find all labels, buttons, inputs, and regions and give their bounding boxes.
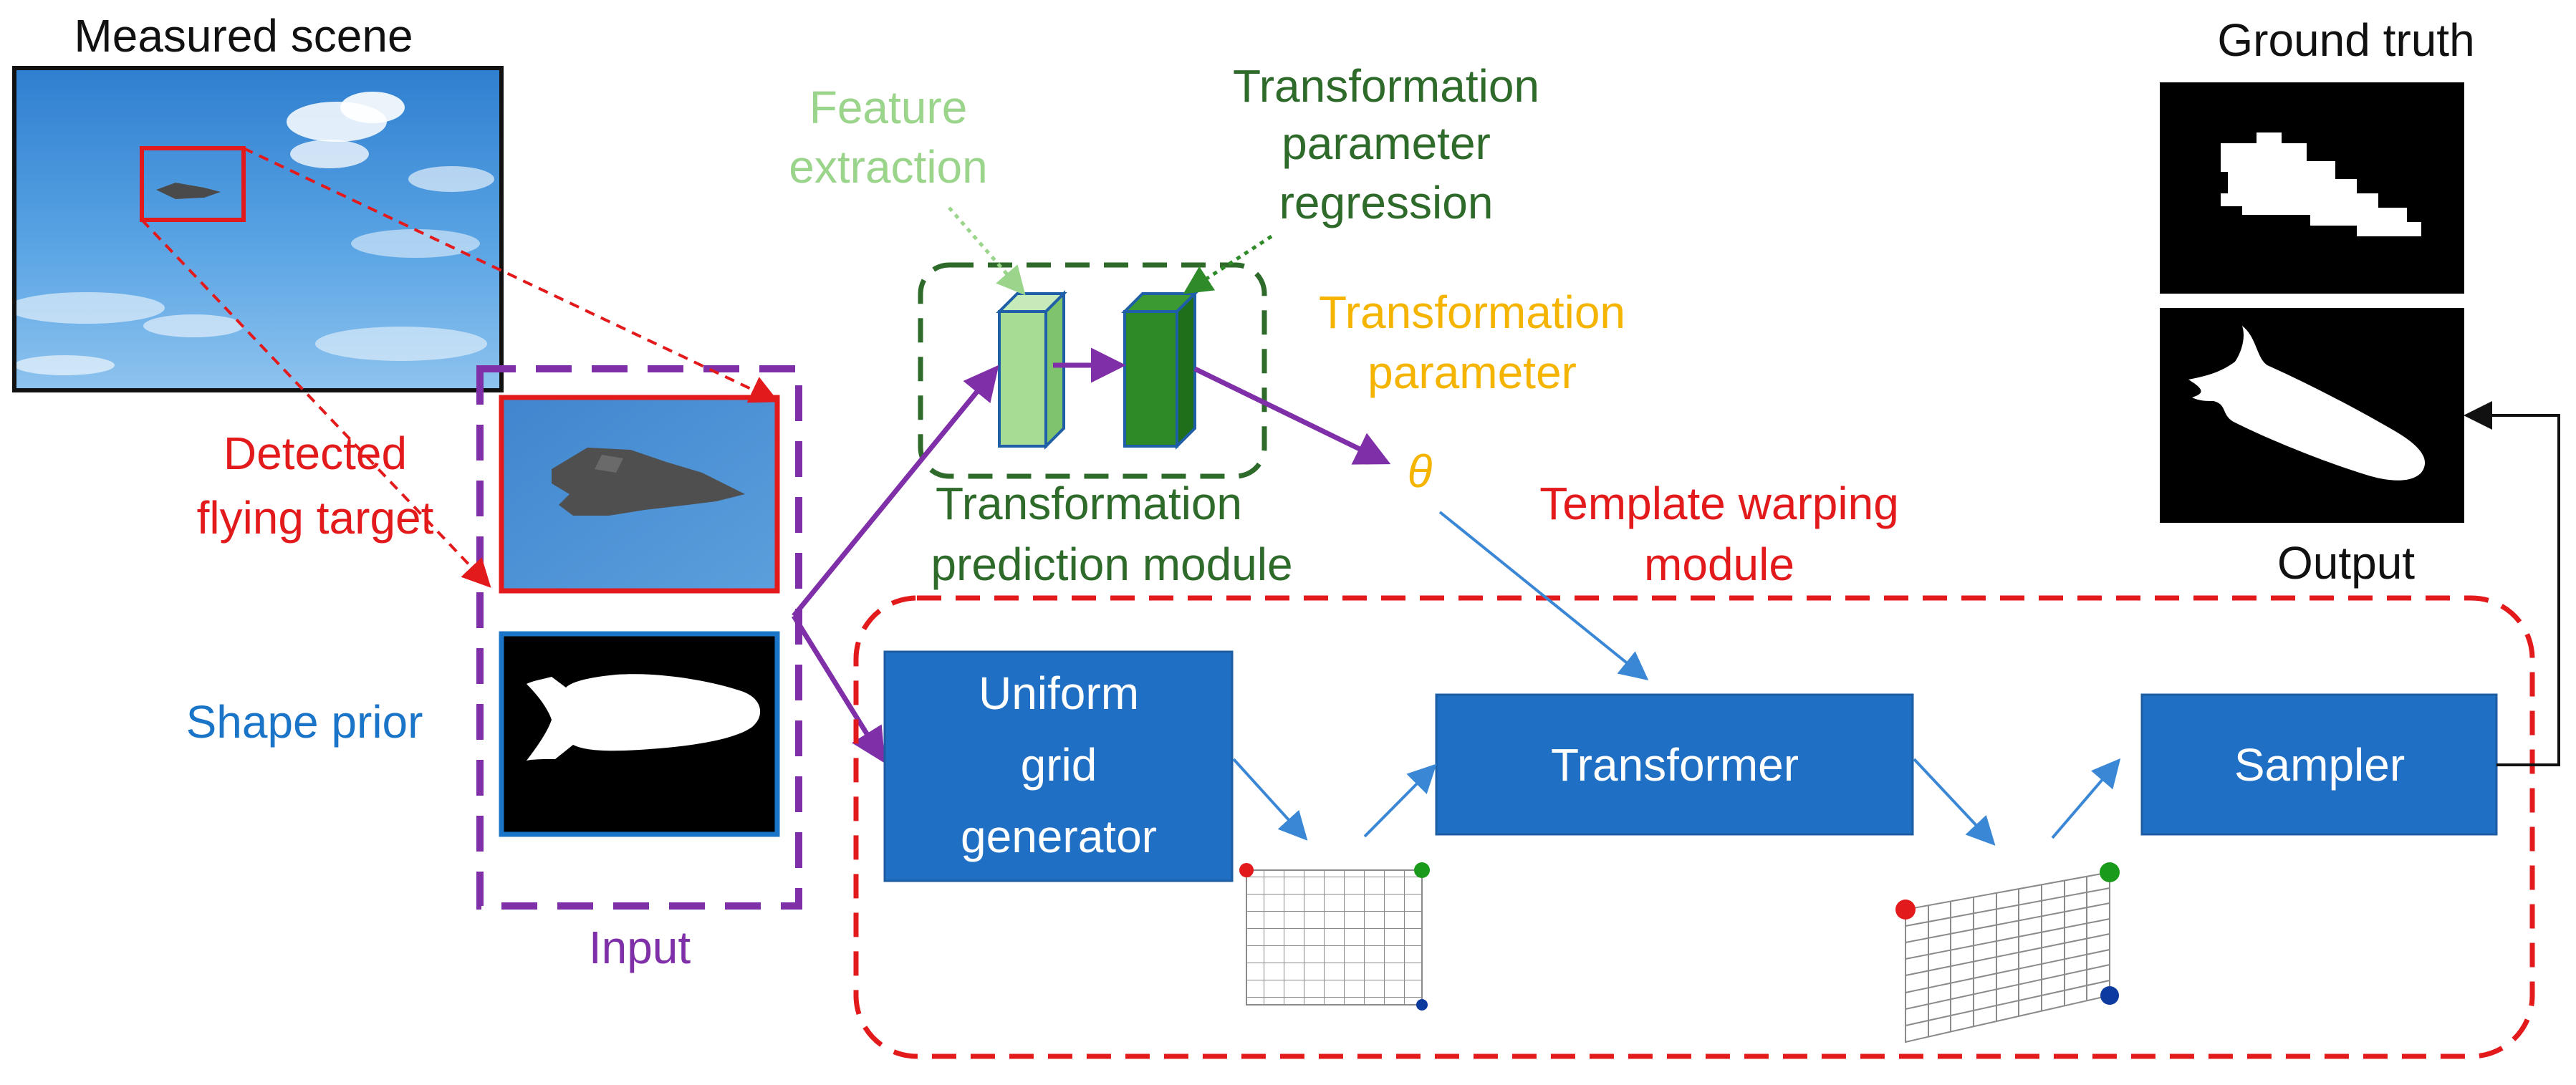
warped-grid-icon	[1895, 862, 2120, 1043]
warping-label-line2: module	[1644, 539, 1794, 590]
scene-photo-icon	[7, 68, 501, 390]
output-label: Output	[2277, 537, 2415, 589]
warping-module-border	[853, 595, 2535, 1059]
regression-pointer-arrow	[1183, 234, 1273, 294]
uniform-grid-generator-line1: Uniform	[979, 667, 1139, 719]
input-label: Input	[589, 922, 691, 973]
uniform-grid-generator-line3: generator	[961, 811, 1157, 862]
feature-extraction-block-icon	[996, 290, 1067, 450]
uniform-grid-generator-line2: grid	[1021, 739, 1097, 791]
prediction-module-border	[918, 262, 1267, 479]
uniform-grid-icon	[1239, 862, 1430, 1011]
target-crop-frame	[499, 395, 780, 594]
grid-to-transformer-arrow	[1363, 763, 1437, 838]
detected-label-line2: flying target	[197, 492, 434, 544]
scene-frame	[12, 66, 504, 392]
ground-truth-label: Ground truth	[2217, 14, 2474, 66]
prediction-label-line2: prediction module	[931, 539, 1292, 590]
target-highlight-box	[140, 146, 246, 222]
zoom-line-bottom	[140, 218, 491, 588]
input-group-border	[476, 365, 802, 910]
prediction-label-line1: Transformation	[936, 478, 1242, 529]
feature-label-line2: extraction	[789, 141, 987, 193]
uniform-grid-generator-box	[883, 650, 1234, 882]
theta-symbol: θ	[1408, 445, 1433, 497]
zoom-line-top	[243, 147, 779, 403]
regression-label-line3: regression	[1279, 177, 1494, 228]
transformer-box	[1435, 693, 1914, 836]
shape-prior-mask-icon	[501, 634, 777, 834]
regression-block-icon	[1121, 290, 1198, 450]
generator-to-grid-arrow	[1232, 758, 1308, 841]
feature-pointer-arrow	[948, 206, 1026, 296]
ground-truth-mask-icon	[2160, 82, 2464, 294]
output-mask-icon	[2160, 308, 2464, 523]
parameter-label-line2: parameter	[1368, 347, 1577, 398]
warped-grid-to-sampler-arrow	[2051, 758, 2121, 839]
transformer-label: Transformer	[1551, 739, 1799, 791]
parameter-label-line1: Transformation	[1319, 286, 1625, 338]
theta-to-transformer-arrow	[1438, 511, 1649, 681]
regression-label-line1: Transformation	[1233, 60, 1539, 112]
regression-label-line2: parameter	[1282, 117, 1491, 169]
sampler-to-output-arrow	[2464, 401, 2560, 766]
transformer-to-warped-grid-arrow	[1913, 758, 1996, 846]
input-to-grid-generator-arrow	[792, 614, 885, 763]
target-crop-icon	[501, 397, 777, 591]
regression-to-theta-arrow	[1193, 366, 1391, 465]
shape-prior-label: Shape prior	[186, 696, 423, 748]
sampler-box	[2140, 693, 2498, 836]
measured-scene-label: Measured scene	[74, 10, 413, 62]
feature-label-line1: Feature	[809, 82, 968, 133]
sampler-label: Sampler	[2234, 739, 2405, 791]
detected-label-line1: Detected	[224, 428, 407, 479]
warping-label-line1: Template warping	[1539, 478, 1899, 529]
shape-prior-frame	[499, 631, 780, 837]
input-to-prediction-arrow	[792, 365, 999, 618]
